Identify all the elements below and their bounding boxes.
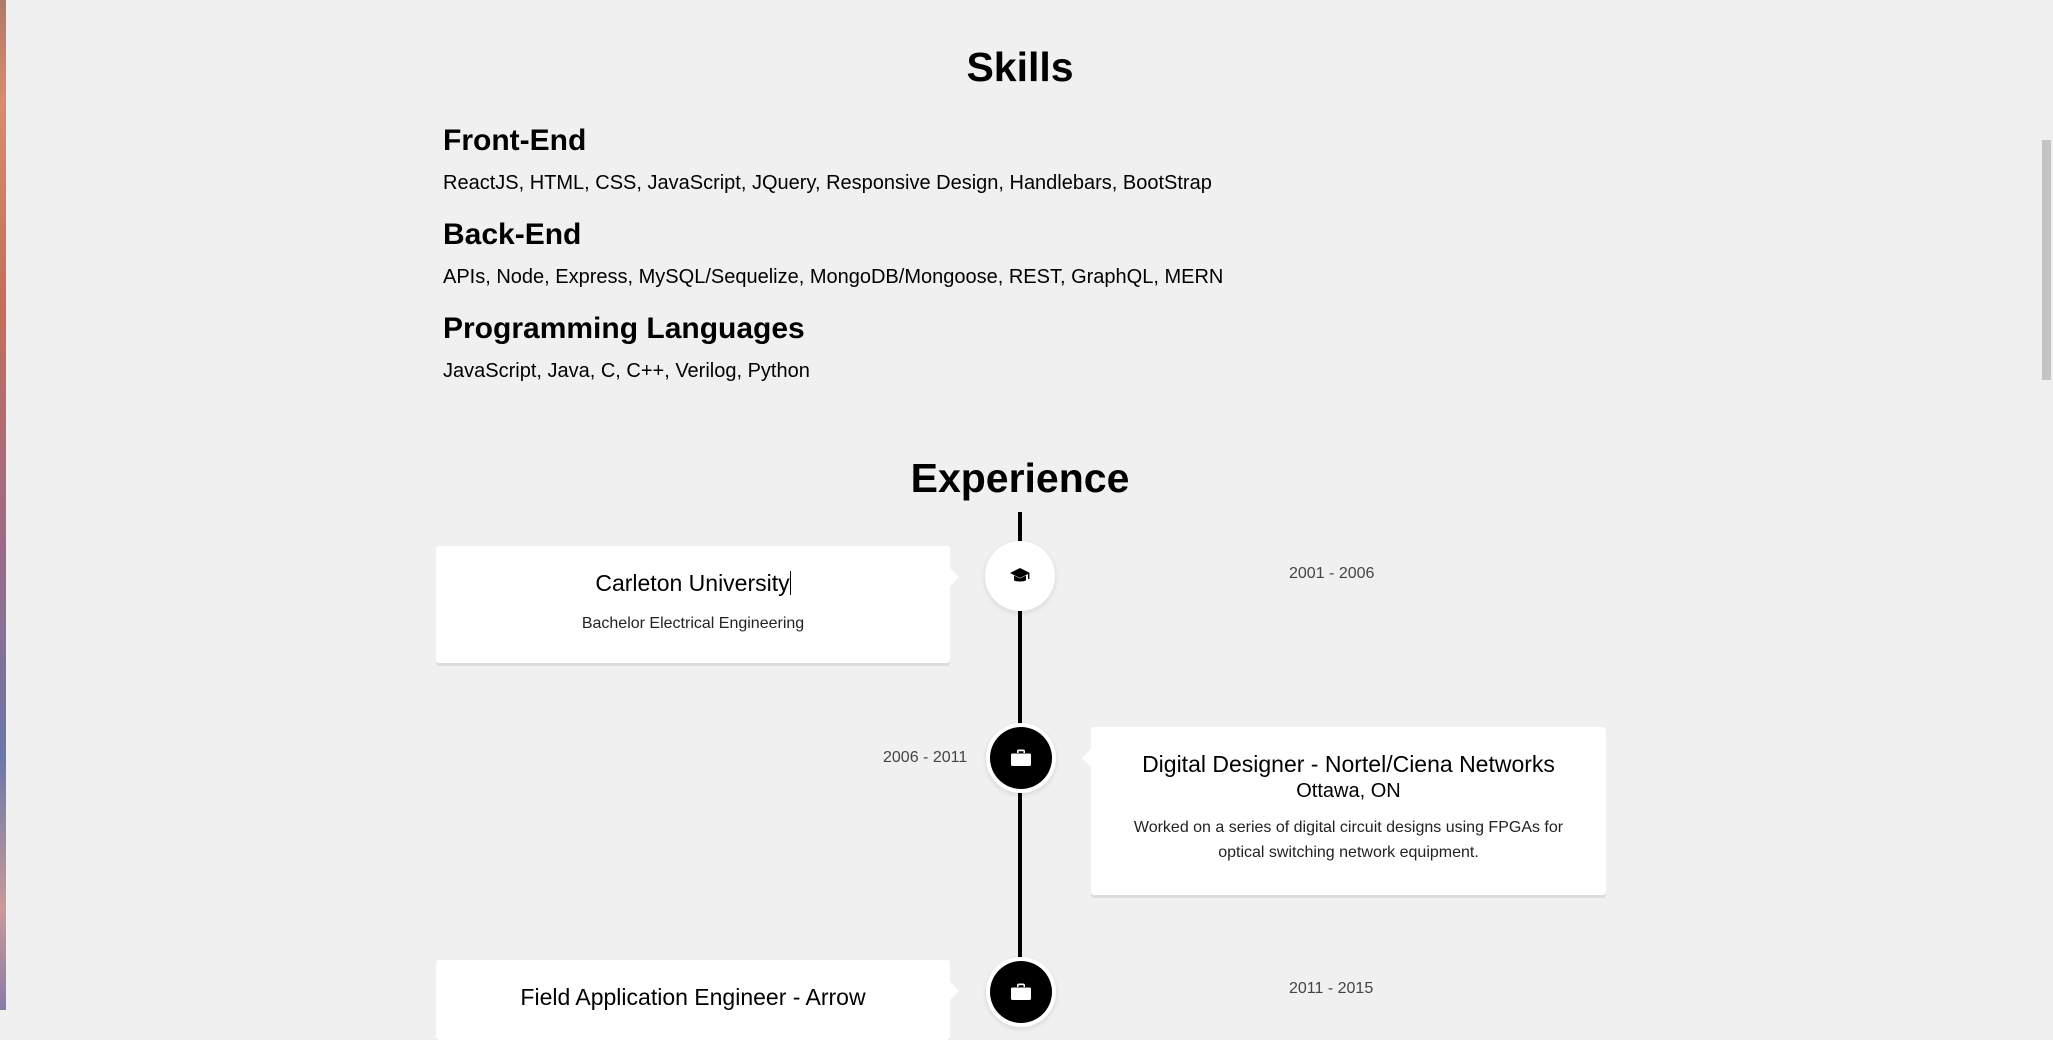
timeline-card-nortel: Digital Designer - Nortel/Ciena Networks… (1082, 727, 1606, 895)
skill-heading-back-end: Back-End (443, 218, 582, 251)
timeline-date: 2006 - 2011 (883, 749, 968, 766)
graduation-cap-icon (1010, 568, 1030, 582)
skills-title: Skills (966, 44, 1074, 90)
timeline-date: 2011 - 2015 (1289, 980, 1374, 997)
skill-heading-front-end: Front-End (443, 124, 587, 157)
skill-heading-programming-languages: Programming Languages (443, 312, 805, 345)
vertical-scrollbar[interactable] (2039, 0, 2053, 1010)
experience-title: Experience (910, 455, 1130, 501)
timeline-card-title: Field Application Engineer - Arrow (520, 984, 866, 1010)
briefcase-icon (1011, 749, 1031, 766)
timeline-card-description: Bachelor Electrical Engineering (581, 615, 805, 632)
timeline-icon-work (990, 727, 1052, 789)
timeline-card-description: Worked on a series of digital circuit de… (1133, 819, 1564, 861)
timeline-card-location: Ottawa, ON (1296, 780, 1401, 802)
desktop-wallpaper-edge (0, 0, 6, 1010)
timeline-icon-work (990, 961, 1052, 1023)
briefcase-icon (1011, 983, 1031, 1000)
skill-items-programming-languages: JavaScript, Java, C, C++, Verilog, Pytho… (443, 360, 810, 382)
timeline-date: 2001 - 2006 (1289, 565, 1375, 582)
timeline-card-arrow: Field Application Engineer - Arrow (436, 960, 959, 1040)
scrollbar-thumb[interactable] (2042, 140, 2051, 380)
text-cursor (789, 571, 791, 595)
timeline-icon-education (989, 545, 1051, 607)
timeline-card-carleton: Carleton University Bachelor Electrical … (436, 546, 959, 663)
skill-items-front-end: ReactJS, HTML, CSS, JavaScript, JQuery, … (443, 172, 1212, 194)
skill-items-back-end: APIs, Node, Express, MySQL/Sequelize, Mo… (443, 266, 1224, 288)
timeline-card-title: Digital Designer - Nortel/Ciena Networks (1142, 751, 1555, 777)
timeline-card-title[interactable]: Carleton University (595, 570, 790, 596)
